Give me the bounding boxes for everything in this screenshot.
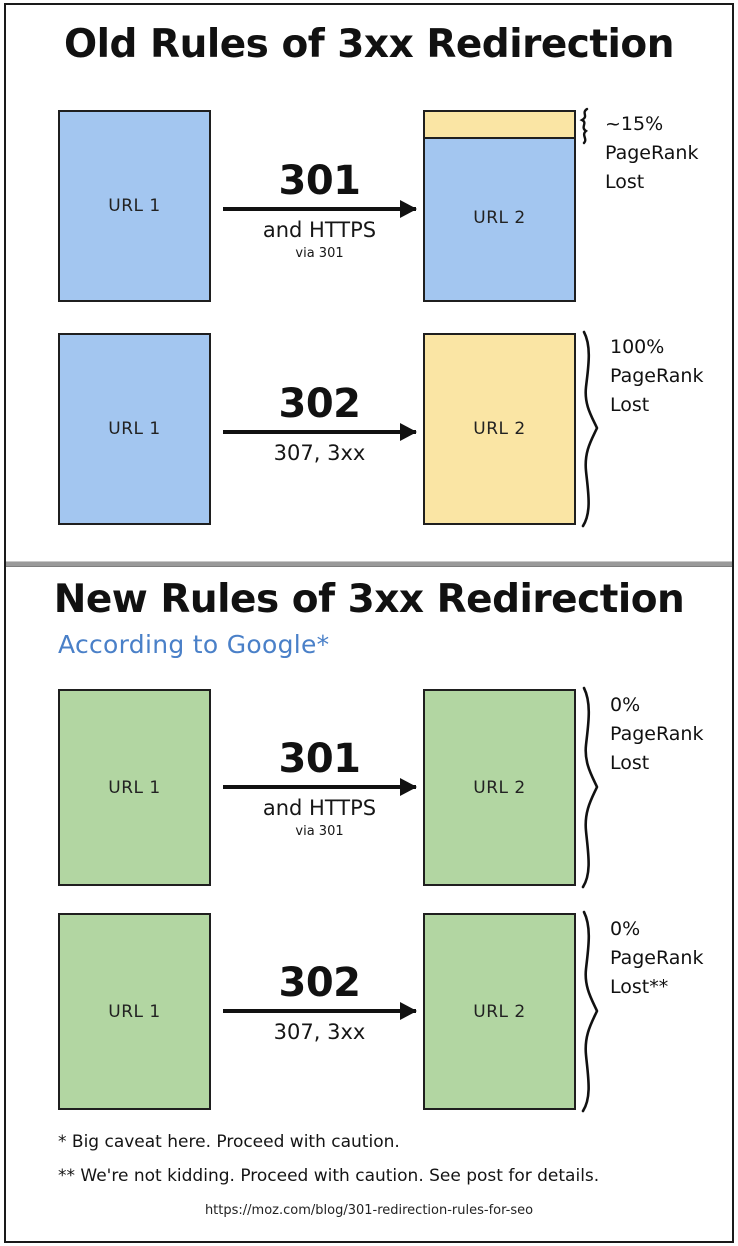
- callout-line: 0%: [610, 918, 641, 940]
- status-code-old-302: 302: [278, 381, 362, 427]
- callout-line: PageRank: [610, 723, 704, 745]
- url-box-target-old-302: URL 2: [423, 333, 576, 525]
- callout-line: Lost: [610, 394, 650, 416]
- callout-old-301: ~15% PageRank Lost: [605, 110, 698, 197]
- brace-icon-new-301: [578, 686, 600, 889]
- callout-line: PageRank: [610, 947, 704, 969]
- callout-line: PageRank: [610, 365, 704, 387]
- arrow-head-icon: [400, 1002, 417, 1020]
- arrow-sublabel-small-new-301: via 301: [295, 824, 344, 839]
- url-box-source-old-301: URL 1: [58, 110, 211, 302]
- pagerank-lost-strip-old-301: [423, 110, 576, 139]
- source-url-link[interactable]: https://moz.com/blog/301-redirection-rul…: [204, 1203, 534, 1218]
- subtitle-according-to-google: According to Google*: [58, 630, 330, 659]
- arrow-sublabel-small-old-301: via 301: [295, 246, 344, 261]
- url-box-source-old-302: URL 1: [58, 333, 211, 525]
- callout-line: Lost**: [610, 976, 669, 998]
- url-box-label: URL 2: [473, 419, 526, 439]
- callout-line: 100%: [610, 336, 665, 358]
- callout-line: Lost: [605, 171, 645, 193]
- url-box-source-new-302: URL 1: [58, 913, 211, 1110]
- url-box-source-new-301: URL 1: [58, 689, 211, 886]
- status-code-new-301: 301: [278, 736, 362, 782]
- callout-new-302: 0% PageRank Lost**: [610, 915, 703, 1002]
- arrow-head-icon: [400, 778, 417, 796]
- status-code-new-302: 302: [278, 960, 362, 1006]
- url-box-target-new-301: URL 2: [423, 689, 576, 886]
- footnote-double-asterisk: ** We're not kidding. Proceed with cauti…: [58, 1166, 600, 1186]
- arrow-sublabel-new-301: and HTTPS: [262, 796, 377, 820]
- footnote-single-asterisk: * Big caveat here. Proceed with caution.: [58, 1132, 400, 1152]
- page-title-new-rules: New Rules of 3xx Redirection: [53, 577, 685, 622]
- url-box-label: URL 1: [108, 777, 161, 798]
- arrow-sublabel-new-302: 307, 3xx: [273, 1020, 366, 1044]
- callout-line: 0%: [610, 694, 641, 716]
- page-title-old-rules: Old Rules of 3xx Redirection: [64, 22, 674, 67]
- brace-icon-old-302: [578, 330, 600, 528]
- url-box-label: URL 2: [473, 1001, 526, 1022]
- url-box-label: URL 2: [473, 777, 526, 798]
- callout-line: ~15%: [605, 113, 664, 135]
- callout-line: Lost: [610, 752, 650, 774]
- brace-icon-old-301: [577, 107, 593, 145]
- callout-old-302: 100% PageRank Lost: [610, 333, 703, 420]
- url-box-target-old-301: URL 2: [423, 110, 576, 302]
- callout-new-301: 0% PageRank Lost: [610, 691, 703, 778]
- callout-line: PageRank: [605, 142, 699, 164]
- url-box-label: URL 2: [473, 208, 526, 228]
- url-box-label: URL 1: [108, 419, 161, 439]
- arrow-sublabel-old-301: and HTTPS: [262, 218, 377, 242]
- panel-divider: [6, 561, 732, 567]
- arrow-line: [223, 430, 416, 434]
- url-box-target-new-302: URL 2: [423, 913, 576, 1110]
- url-box-label: URL 1: [108, 1001, 161, 1022]
- arrow-line: [223, 1009, 416, 1013]
- url-box-label: URL 1: [108, 196, 161, 216]
- arrow-head-icon: [400, 423, 417, 441]
- arrow-sublabel-old-302: 307, 3xx: [273, 441, 366, 465]
- brace-icon-new-302: [578, 910, 600, 1113]
- arrow-line: [223, 207, 416, 211]
- arrow-line: [223, 785, 416, 789]
- arrow-head-icon: [400, 200, 417, 218]
- status-code-old-301: 301: [278, 158, 362, 204]
